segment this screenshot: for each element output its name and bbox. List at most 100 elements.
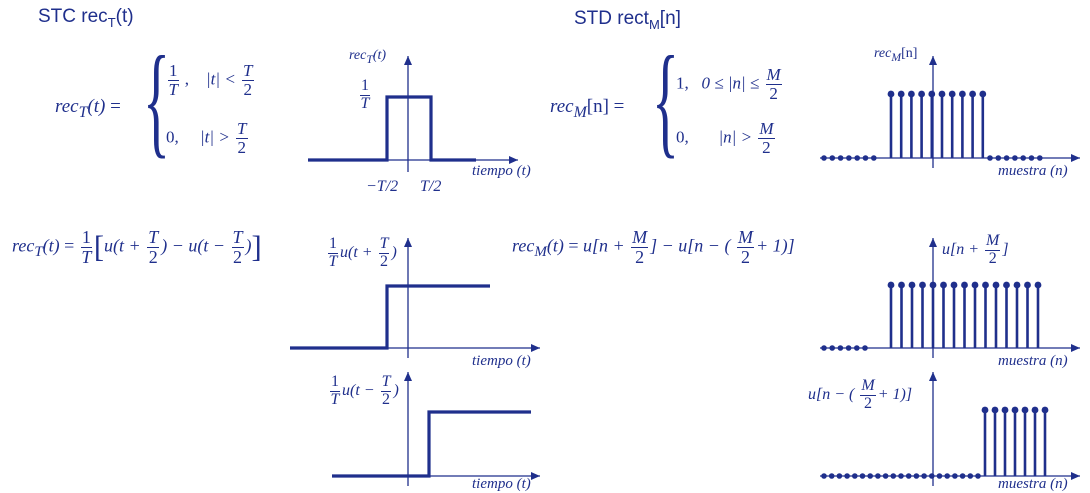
- plot6-stem-dot: [1041, 406, 1049, 414]
- plot4-stem-dot: [898, 281, 905, 289]
- std-step-lhs-name: rec: [512, 235, 535, 256]
- plot2-zero-dot: [995, 155, 1002, 161]
- std-step-term1: u[n +: [582, 235, 625, 256]
- plot2-stem-dot: [979, 90, 987, 98]
- std-def-case1-cond: 0 ≤ |n| ≤: [701, 73, 760, 93]
- plot2-zero-dot: [846, 155, 852, 161]
- std-def-case2-val: 0,: [676, 127, 689, 147]
- std-header: STD rectM[n]: [574, 8, 681, 32]
- stc-step-coef-den: T: [81, 246, 92, 267]
- stc-step-lhs-sub: T: [34, 244, 43, 261]
- stc-step-coef-num: 1: [80, 227, 92, 248]
- plot1-x-arrow: [509, 156, 518, 164]
- plot4-stem-dot: [1013, 281, 1021, 289]
- plot4-zero-dot: [862, 345, 868, 351]
- plot2-zero-dot: [1003, 155, 1010, 161]
- plot3-x-arrow: [531, 344, 540, 352]
- plot2-ylabel-sub: M: [891, 50, 902, 64]
- plot6-zero-dot: [944, 473, 950, 479]
- stc-def-lhs-name: rec: [55, 96, 79, 117]
- stc-step-lhs-arg: (t): [42, 235, 60, 256]
- plot6-stem-dot: [1001, 406, 1009, 414]
- plot6-label-close: + 1)]: [877, 385, 913, 403]
- stc-def-case1-cond: |t| <: [206, 69, 236, 89]
- plot2-zero-dot: [1012, 155, 1018, 161]
- plot6-zero-dot: [967, 473, 974, 479]
- plot6-zero-dot: [913, 473, 920, 479]
- plot2-stem-dot: [948, 90, 956, 98]
- plot6-zero-dot: [975, 473, 981, 479]
- std-step-term2-den: 2: [740, 246, 750, 267]
- plot2-y-arrow: [929, 56, 937, 65]
- plot6-zero-dot: [921, 473, 927, 479]
- plot5-label-text: u(t −: [342, 381, 375, 399]
- plot5-label-frac-den: 2: [382, 390, 391, 408]
- plot6-label-text: u[n − (: [808, 385, 855, 403]
- plot4-zero-dot: [821, 345, 827, 351]
- plot6-zero-dot: [905, 473, 912, 479]
- plot6-xlabel: muestra (n): [998, 476, 1068, 492]
- plot3-label-frac-den: 2: [380, 252, 389, 270]
- plot5-y-arrow: [404, 372, 412, 381]
- plot5-xlabel: tiempo (t): [472, 476, 531, 492]
- plot4-label-close: ]: [1002, 240, 1009, 258]
- stc-def-case1-cond-den: 2: [243, 79, 253, 99]
- plot1-height-den: T: [360, 94, 370, 112]
- plot4-zero-dot: [854, 345, 860, 351]
- plot2-stem-dot: [908, 90, 915, 98]
- std-def-case1-cond-num: M: [765, 65, 782, 85]
- plot2-zero-dot: [987, 155, 993, 161]
- std-def-lhs-name: rec: [550, 96, 574, 117]
- plot1-tick-right: T/2: [420, 178, 442, 195]
- plot5-label-frac-num: T: [380, 373, 392, 392]
- plot3-label-frac-num: T: [378, 235, 390, 254]
- plot6-zero-dot: [821, 473, 827, 479]
- std-step-eq: =: [568, 235, 579, 256]
- plot5-label-close: ): [393, 381, 399, 399]
- std-step-close: + 1)]: [755, 235, 795, 256]
- plot4-stem-dot: [940, 281, 947, 289]
- std-def-case2-cond: |n| >: [718, 127, 753, 147]
- plot4-stem-dot: [1024, 281, 1031, 289]
- plot4-label-text: u[n +: [942, 240, 980, 258]
- stc-header-arg: (t): [115, 6, 134, 27]
- plot3-signal: [290, 284, 490, 350]
- plot6-stem-dot: [1011, 406, 1019, 414]
- std-def-brace: {: [652, 32, 679, 170]
- plot2-stem-dot: [959, 90, 966, 98]
- plot4-x-arrow: [1071, 344, 1080, 352]
- plot2-ylabel: recM[n]: [874, 46, 917, 64]
- plot6-zero-dot: [867, 473, 873, 479]
- std-def-lhs-sub: M: [573, 103, 587, 121]
- stc-step-term2-num: T: [231, 227, 244, 248]
- stc-step-term1-den: 2: [148, 246, 158, 267]
- std-def-eq: =: [613, 96, 625, 117]
- plot1-ylabel: recT(t): [349, 48, 386, 66]
- plot1-height-num: 1: [360, 77, 370, 96]
- plot2-stem-dot: [897, 90, 905, 98]
- plot6-stem-dot: [1031, 406, 1039, 414]
- plot6-zero-dot: [844, 473, 850, 479]
- plot4-stem-dot: [929, 281, 937, 289]
- std-def-case2-cond-num: M: [758, 119, 775, 139]
- plot4-zero-dot: [829, 345, 835, 351]
- stc-def-lhs: recT(t) =: [55, 96, 121, 122]
- plot1-signal: [308, 95, 476, 162]
- plot3-label-close: ): [391, 243, 397, 261]
- plot2-zero-dot: [837, 155, 844, 161]
- std-step-term1-num: M: [631, 227, 649, 248]
- stc-step-term2-den: 2: [233, 246, 242, 267]
- plot4-stem-dot: [982, 281, 989, 289]
